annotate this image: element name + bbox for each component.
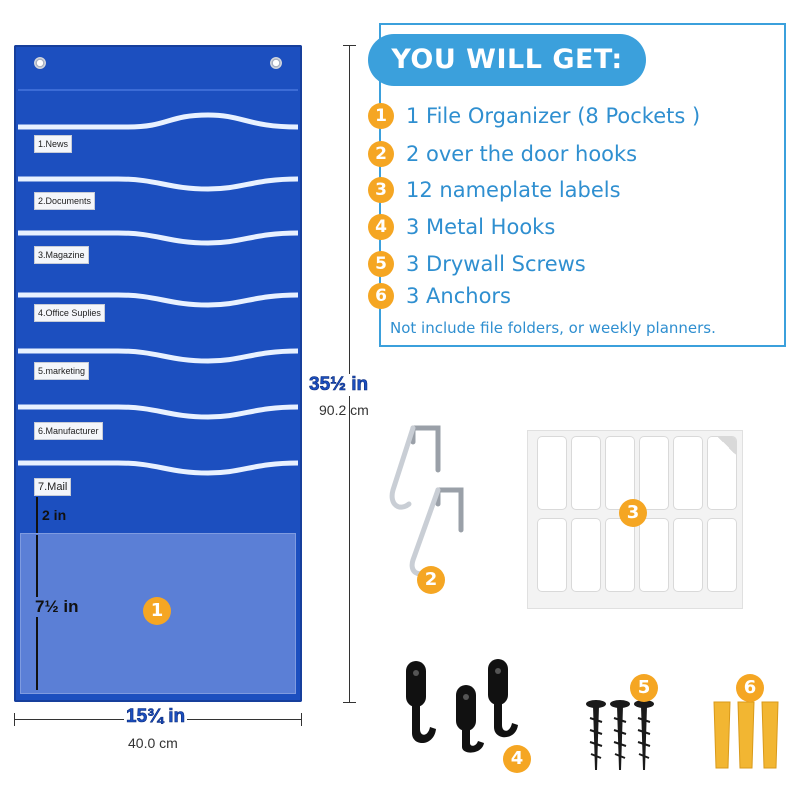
item-number-badge: 3 xyxy=(368,177,394,203)
labels-callout-badge: 3 xyxy=(619,499,647,527)
pocket-label: 7.Mail xyxy=(34,478,72,496)
nameplate-label xyxy=(708,519,736,591)
nameplate-label xyxy=(674,437,702,509)
pocket-label: 4.Office Suplies xyxy=(34,304,105,322)
grommet-left-icon xyxy=(34,57,46,69)
contents-title: YOU WILL GET: xyxy=(368,34,646,86)
height-tick-top xyxy=(343,45,356,46)
pocket-edge-1 xyxy=(18,112,299,130)
pocket-gap-label: 2 in xyxy=(42,507,67,523)
height-inches: 35½ in xyxy=(309,374,369,396)
width-tick-right xyxy=(301,713,302,726)
pocket-edge-6 xyxy=(18,404,299,420)
exclusion-note: Not include file folders, or weekly plan… xyxy=(390,319,716,337)
pocket-label: 3.Magazine xyxy=(34,246,89,264)
door-hook-icon xyxy=(389,425,464,577)
item-text: 3 Anchors xyxy=(406,284,511,308)
item-text: 12 nameplate labels xyxy=(406,178,621,202)
width-tick-left xyxy=(14,713,15,726)
header-seam xyxy=(18,89,298,91)
pocket-edge-5 xyxy=(18,348,299,364)
clear-pocket-height-label: 7½ in xyxy=(32,597,82,617)
height-centimeters: 90.2 cm xyxy=(319,402,369,418)
item-number-badge: 6 xyxy=(368,283,394,309)
contents-item: 1 1 File Organizer (8 Pockets ) xyxy=(368,101,700,131)
nameplate-label xyxy=(640,437,668,509)
pocket-edge-7 xyxy=(18,460,299,476)
pocket-label: 5.marketing xyxy=(34,362,90,380)
height-tick-bottom xyxy=(343,702,356,703)
pocket-edge-4 xyxy=(18,292,299,308)
nameplate-label xyxy=(640,519,668,591)
width-centimeters: 40.0 cm xyxy=(128,735,178,751)
nameplate-label xyxy=(538,437,566,509)
nameplate-label xyxy=(674,519,702,591)
contents-item: 5 3 Drywall Screws xyxy=(368,249,586,279)
pocket-gap-line xyxy=(36,497,38,533)
pocket-edge-2 xyxy=(18,176,299,192)
item-text: 1 File Organizer (8 Pockets ) xyxy=(406,104,701,128)
item-text: 2 over the door hooks xyxy=(406,142,638,166)
pocket-edge-3 xyxy=(18,230,299,246)
item-number-badge: 5 xyxy=(368,251,394,277)
contents-item: 4 3 Metal Hooks xyxy=(368,212,555,242)
item-text: 3 Drywall Screws xyxy=(406,252,586,276)
contents-item: 3 12 nameplate labels xyxy=(368,175,621,205)
height-dimension-line xyxy=(349,45,350,702)
nameplate-label xyxy=(606,519,634,591)
file-organizer: 1.News 2.Documents 3.Magazine 4.Office S… xyxy=(14,45,302,702)
nameplate-label xyxy=(538,519,566,591)
nameplate-label xyxy=(606,437,634,509)
item-number-badge: 1 xyxy=(368,103,394,129)
wall-anchors-icon xyxy=(713,701,779,769)
metal-hooks-icon xyxy=(406,659,518,753)
door-hooks-callout-badge: 2 xyxy=(417,566,445,594)
width-inches: 15¾ in xyxy=(124,706,188,728)
peeled-nameplate-label xyxy=(708,437,736,509)
nameplate-label xyxy=(572,437,600,509)
drywall-screws-icon xyxy=(586,700,654,770)
nameplate-label xyxy=(572,519,600,591)
organizer-callout-badge: 1 xyxy=(143,597,171,625)
item-text: 3 Metal Hooks xyxy=(406,215,556,239)
contents-item: 2 2 over the door hooks xyxy=(368,139,637,169)
pocket-label: 6.Manufacturer xyxy=(34,422,103,440)
metal-hooks-callout-badge: 4 xyxy=(503,745,531,773)
anchors-callout-badge: 6 xyxy=(736,674,764,702)
grommet-right-icon xyxy=(270,57,282,69)
pocket-label: 2.Documents xyxy=(34,192,96,210)
item-number-badge: 4 xyxy=(368,214,394,240)
item-number-badge: 2 xyxy=(368,141,394,167)
screws-callout-badge: 5 xyxy=(630,674,658,702)
pocket-label: 1.News xyxy=(34,135,73,153)
contents-item: 6 3 Anchors xyxy=(368,281,511,311)
